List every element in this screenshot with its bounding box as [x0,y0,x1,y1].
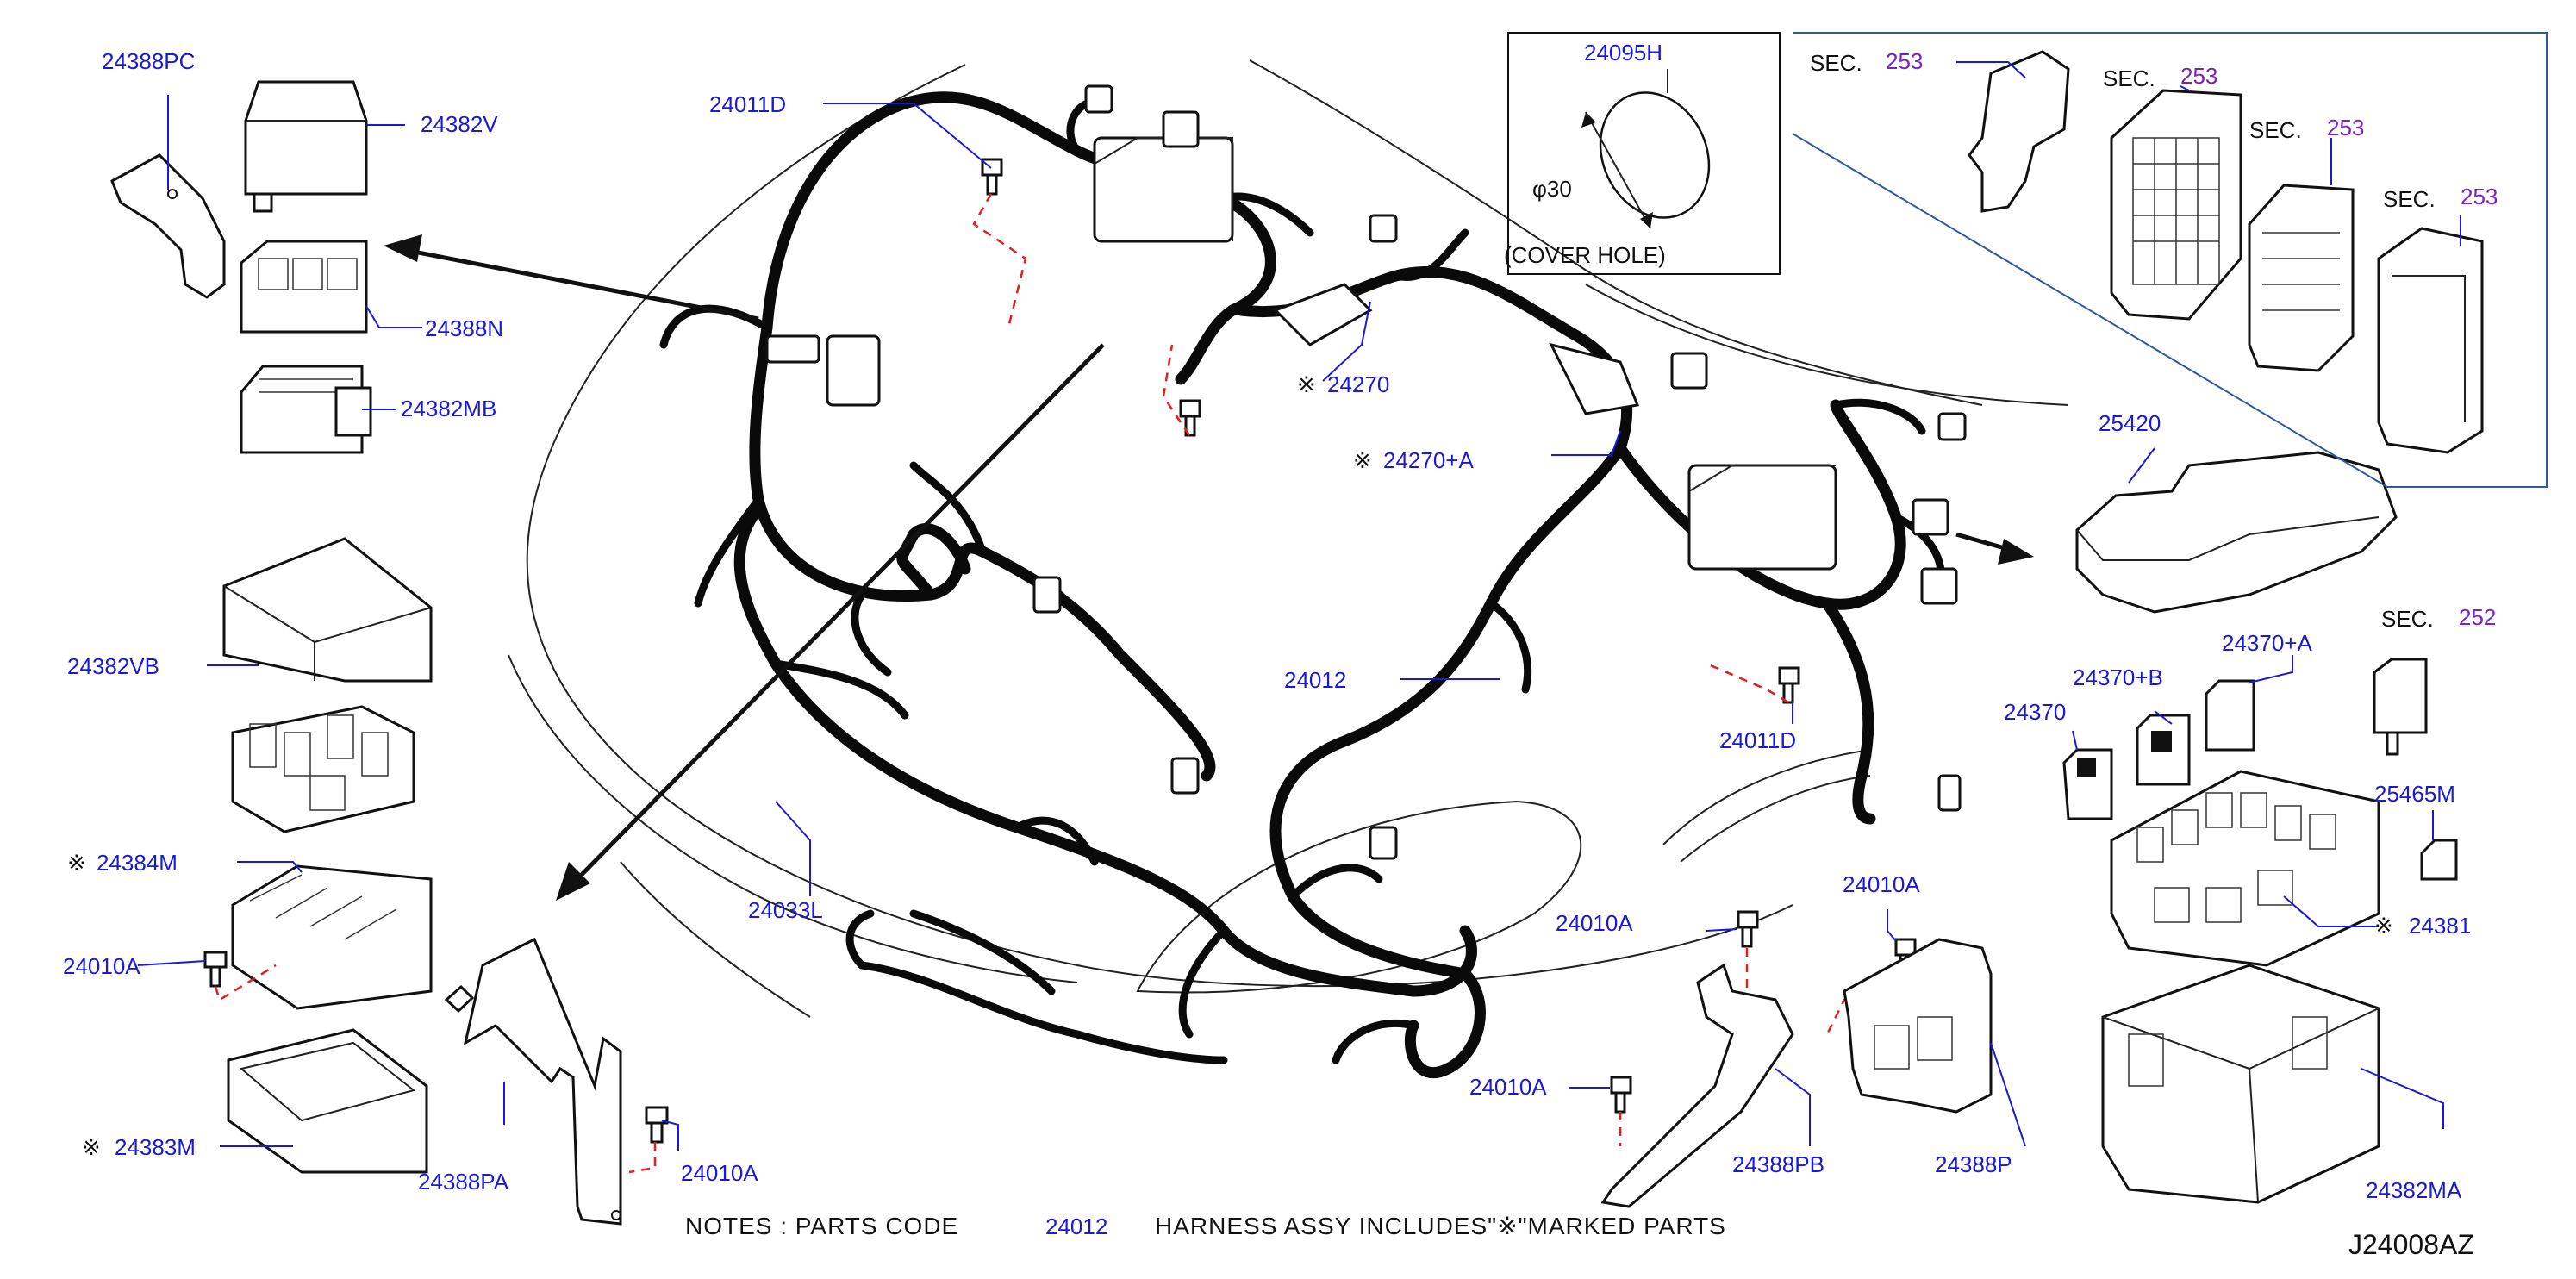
sec253-bracket [1968,50,2070,213]
relay-block-left [231,705,415,833]
label-24370: 24370 [2004,699,2066,725]
part-24382MB-box [240,365,372,454]
label-24381: 24381 [2409,913,2471,939]
part-24370A-fuse [2205,679,2255,752]
label-24011D-top: 24011D [709,91,786,117]
label-24382VB: 24382VB [67,653,159,679]
notes-part-code: 24012 [1045,1213,1107,1239]
label-24010A-lower: 24010A [1469,1074,1547,1100]
red-assembly-leaders [214,193,1905,1174]
sec-ref-word-4: SEC. [2383,186,2436,212]
label-24384M: 24384M [97,850,178,876]
label-24010A-bottom: 24010A [681,1160,758,1186]
kome-mark-24384M: ※ [67,850,86,876]
part-24382MA-box [2101,964,2380,1204]
part-24382V-cover [244,80,368,213]
leader-lines [137,61,2461,1151]
part-24370-fuse [2062,748,2113,820]
diagram-code: J24008AZ [2348,1229,2474,1260]
label-24010A-right: 24010A [1843,871,1920,897]
label-24370B: 24370+B [2073,664,2163,690]
sec-ref-1[interactable]: 253 [1886,48,1923,74]
direction-arrows [384,234,2034,901]
label-24383M: 24383M [115,1134,196,1160]
notes-prefix: NOTES : PARTS CODE [685,1213,958,1239]
part-24381-fuse-block [2110,770,2380,967]
sec253-module-c [2377,227,2484,454]
sec-ref-word-3: SEC. [2249,117,2302,143]
sec-ref-4[interactable]: 253 [2461,184,2498,209]
inset-cover-hole [1507,32,1781,275]
label-24270A: 24270+A [1383,447,1474,473]
inset-phi: φ30 [1532,176,1572,202]
label-24388P: 24388P [1935,1151,2012,1177]
sec-ref-word-5: SEC. [2381,606,2434,632]
label-24370A: 24370+A [2222,630,2312,656]
sec-ref-word-1: SEC. [1810,50,1862,76]
part-25465M-relay [2420,839,2458,881]
harness-connectors [765,84,1967,860]
part-24382VB-cover [222,537,433,683]
kome-mark-24270A: ※ [1353,447,1372,473]
label-24033L: 24033L [748,897,823,923]
part-25420-cover [2075,451,2398,614]
bolt-icons [203,158,1917,1144]
label-24388PA: 24388PA [418,1169,509,1195]
part-24388PB-bracket [1600,963,1794,1208]
part-24384M-box [231,864,433,1010]
part-24388PC-bracket [110,153,226,299]
label-24382MB: 24382MB [401,396,496,421]
label-24382V: 24382V [421,111,498,137]
sec-ref-2[interactable]: 253 [2180,63,2217,89]
part-24388N-holder [240,240,368,334]
label-24388PC: 24388PC [102,48,195,74]
sec253-group-outline [1792,32,2548,488]
notes-suffix: HARNESS ASSY INCLUDES"※"MARKED PARTS [1155,1213,1726,1239]
label-24012: 24012 [1284,667,1346,693]
sec-ref-3[interactable]: 253 [2327,115,2364,140]
label-24010A-center: 24010A [1556,910,1633,936]
part-24388P-bracket [1843,938,1993,1114]
sec253-module-a [2110,89,2242,321]
label-25465M: 25465M [2374,781,2455,807]
part-24383M-tray [227,1028,428,1174]
label-24382MA: 24382MA [2366,1177,2462,1203]
kome-mark-24381: ※ [2374,913,2393,939]
sec253-module-b [2248,184,2355,372]
inset-cover-hole-text: (COVER HOLE) [1504,242,1666,268]
label-24388N: 24388N [425,315,503,341]
kome-mark-24383M: ※ [82,1134,101,1160]
part-24388PA-bracket [463,937,622,1226]
sec-ref-5[interactable]: 252 [2459,604,2496,630]
part-24370B-fuse [2136,714,2191,786]
label-24011D-mid: 24011D [1719,727,1796,753]
kome-mark-24270: ※ [1297,371,1316,397]
label-24388PB: 24388PB [1732,1151,1824,1177]
label-24010A-left: 24010A [63,953,140,979]
label-25420: 25420 [2099,410,2161,436]
sec-ref-word-2: SEC. [2103,66,2155,91]
label-24270: 24270 [1327,371,1389,397]
relay-252 [2373,658,2428,756]
label-24095H: 24095H [1584,40,1662,66]
